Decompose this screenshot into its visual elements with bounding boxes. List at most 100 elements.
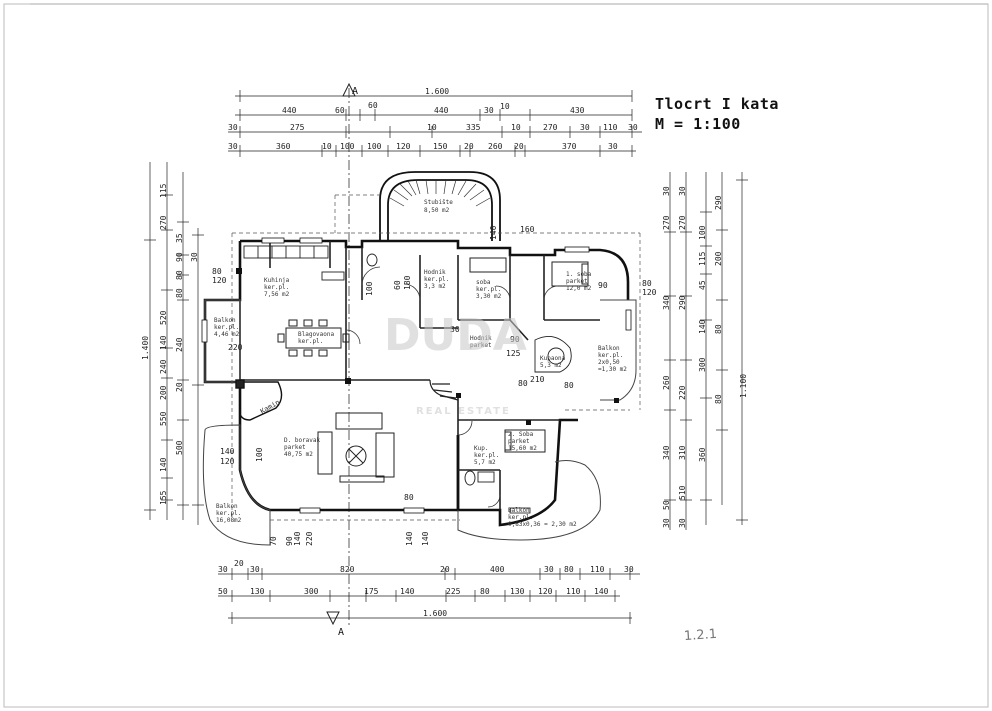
dim-label: 80 <box>175 288 184 298</box>
left-col2-labels: 35 90 80 80 30 20 240 500 <box>175 233 199 455</box>
dim-label: 20 <box>440 565 450 574</box>
dim-label: 120 <box>220 457 235 466</box>
dim-label: 90 <box>598 281 608 290</box>
dim-label: 20 <box>175 382 184 392</box>
dim-label: 80 <box>714 324 723 334</box>
dim-label: 240 <box>175 337 184 352</box>
dim-label: 140 <box>594 587 609 596</box>
dim-label: 110 <box>603 123 618 132</box>
columns <box>236 268 619 425</box>
dim-label: 100 <box>698 225 707 240</box>
dim-label: 115 <box>698 251 707 266</box>
dim-label: 80 <box>404 493 414 502</box>
dim-label: 140 <box>698 319 707 334</box>
bottom-row1-labels: 30 20 30 820 20 400 30 80 110 30 <box>218 559 634 574</box>
fireplace <box>235 379 283 421</box>
dim-label: 240 <box>159 359 168 374</box>
bottom-dimensions <box>218 568 640 624</box>
dim-label: 140 <box>421 531 430 546</box>
top-dim-ticks <box>239 90 633 157</box>
dim-label: 140 <box>159 457 168 472</box>
dim-label: 440 <box>434 106 449 115</box>
dim-label: 60 <box>368 101 378 110</box>
dim-label: 210 <box>530 375 545 384</box>
drawing-title-block: Tlocrt I kata M = 1:100 <box>655 94 779 134</box>
dim-label: 30 <box>662 186 671 196</box>
dim-label: 30 <box>678 518 687 528</box>
dim-label: 340 <box>662 295 671 310</box>
right-col1-labels: 30 270 340 260 340 50 30 <box>662 186 671 528</box>
dim-label: 220 <box>228 343 243 352</box>
dim-label: 225 <box>446 587 461 596</box>
living-room-sofa <box>317 412 395 483</box>
dim-label: 155 <box>159 490 168 505</box>
dim-label: 50 <box>218 587 228 596</box>
dim-label: 100 <box>365 281 374 296</box>
bathroom-fixtures <box>366 253 572 486</box>
dim-label: 110 <box>566 587 581 596</box>
dim-label: 60 <box>335 106 345 115</box>
dim-label: 90 <box>175 252 184 262</box>
dim-label: 130 <box>250 587 265 596</box>
dim-label: 90 <box>285 536 294 546</box>
dim-label: 140 <box>400 587 415 596</box>
dim-label: 80 <box>564 565 574 574</box>
left-col1-labels: 115 270 520 140 240 200 550 140 155 <box>159 183 168 505</box>
dim-label: 510 <box>678 485 687 500</box>
left-dimensions <box>144 162 204 525</box>
dim-label: 400 <box>490 565 505 574</box>
dim-label: 550 <box>159 411 168 426</box>
dim-label: 260 <box>662 375 671 390</box>
room-label-kamin: Kamin <box>259 398 281 415</box>
dim-label: 270 <box>543 123 558 132</box>
dim-label: 20 <box>514 142 524 151</box>
dim-label: 30 <box>228 142 238 151</box>
door-swings <box>345 266 559 508</box>
dim-label: 290 <box>714 195 723 210</box>
dim-label: 360 <box>276 142 291 151</box>
dim-label: 90 <box>510 335 520 344</box>
dim-label: 45 <box>698 280 707 290</box>
dim-label: 125 <box>506 349 521 358</box>
dim-label: 180 <box>403 275 412 290</box>
right-col4-labels: 290 200 80 80 <box>714 195 723 404</box>
dim-label: 80 <box>714 394 723 404</box>
right-col2-labels: 30 270 290 220 310 510 30 <box>678 186 687 528</box>
dim-label: 100 <box>340 142 355 151</box>
dim-label: 300 <box>698 357 707 372</box>
dashed-roof-outline <box>231 194 641 521</box>
dim-label: 220 <box>305 531 314 546</box>
dim-label: 140 <box>489 225 498 240</box>
top-total-dim: 1.600 <box>425 87 449 96</box>
top-row2-labels: 30 275 10 335 10 270 30 110 30 <box>228 123 638 132</box>
interior-stair <box>429 379 459 401</box>
drawing-title: Tlocrt I kata <box>655 95 779 113</box>
dim-label: 140 <box>293 531 302 546</box>
dim-label: 30 <box>678 186 687 196</box>
bottom-total-dim: 1.600 <box>423 609 447 618</box>
drawing-scale: M = 1:100 <box>655 115 741 133</box>
stair-treads <box>389 179 491 207</box>
handwritten-note: 1.2.1 <box>683 626 718 645</box>
dim-label: 30 <box>608 142 618 151</box>
dim-label: 160 <box>520 225 535 234</box>
dim-label: 270 <box>662 215 671 230</box>
bed-2 <box>504 429 546 453</box>
dim-label: 30 <box>250 565 260 574</box>
watermark-logo: DUDA <box>384 310 527 361</box>
dim-label: 70 <box>269 536 278 546</box>
dim-label: 80 <box>480 587 490 596</box>
dim-label: 270 <box>159 215 168 230</box>
dim-label: 140 <box>220 447 235 456</box>
dim-label: 80 <box>642 279 652 288</box>
dim-label: 30 <box>450 325 460 334</box>
dim-label: 30 <box>218 565 228 574</box>
dim-label: 30 <box>190 252 199 262</box>
bottom-row2-labels: 50 130 300 175 140 225 80 130 120 110 14… <box>218 587 609 596</box>
